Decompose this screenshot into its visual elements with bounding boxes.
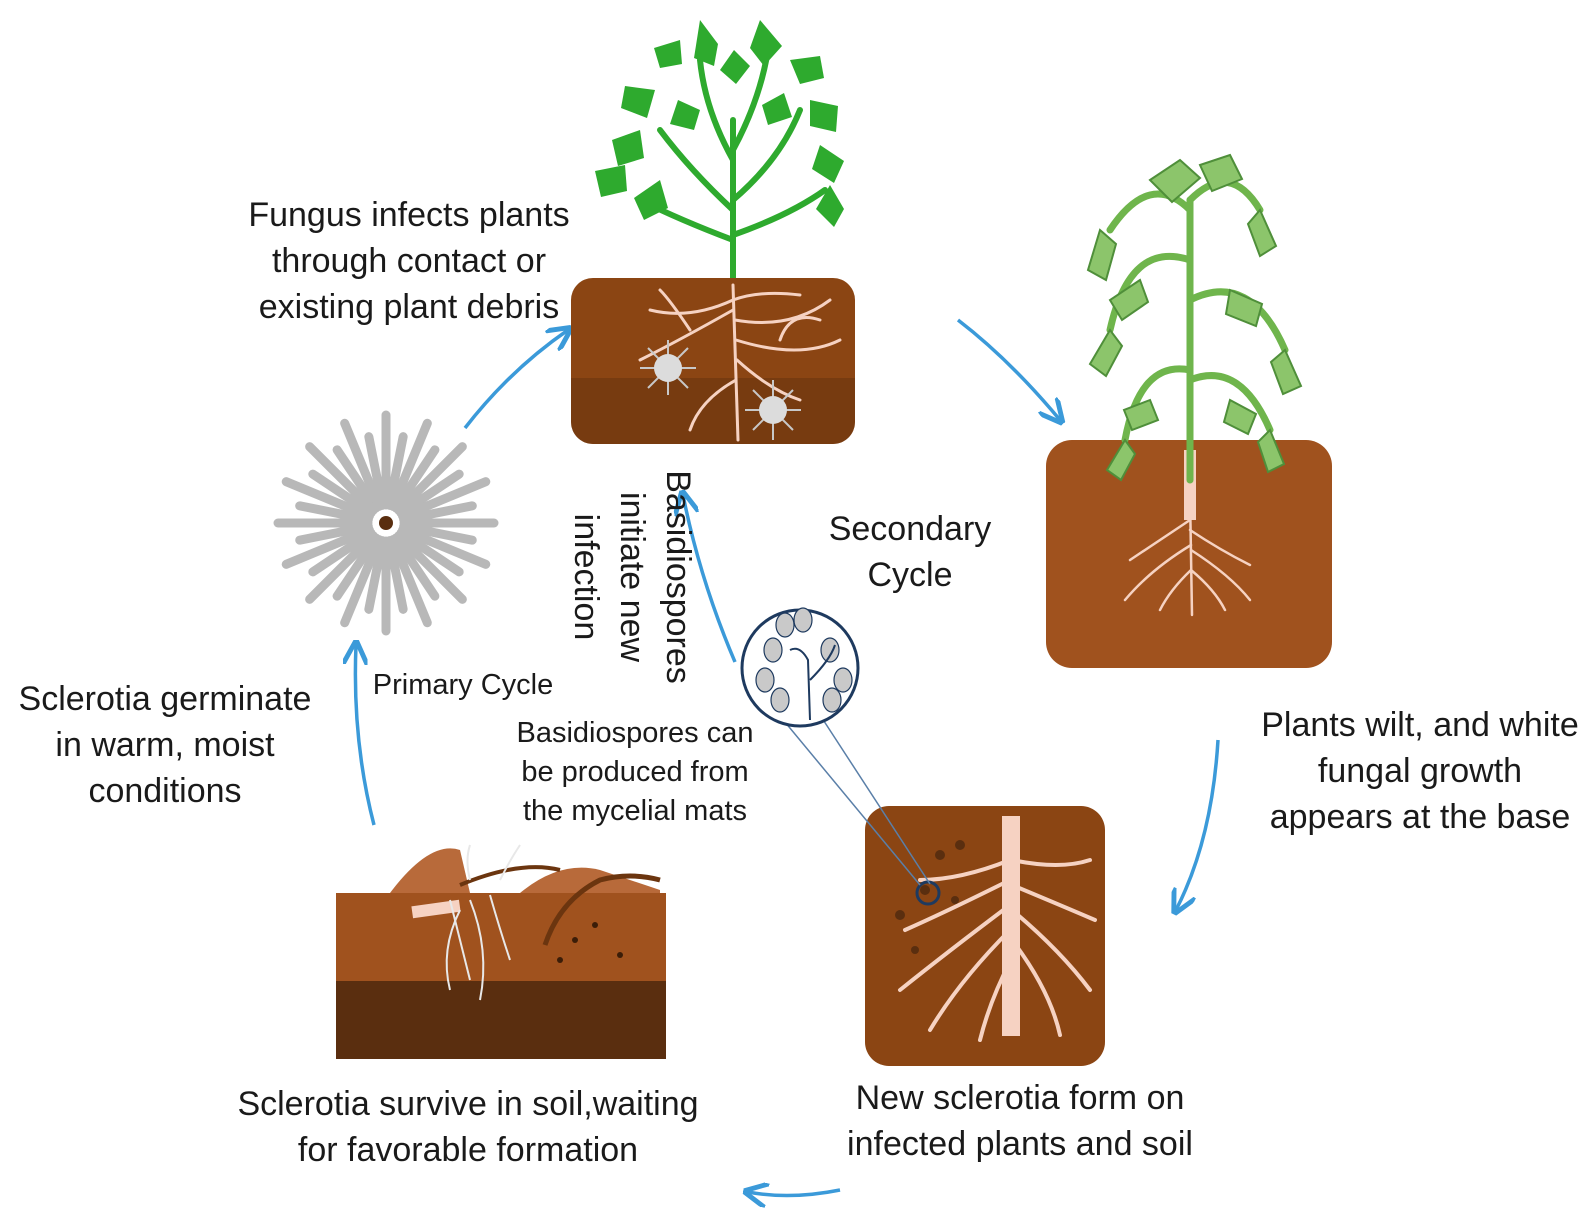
mycelium-strand bbox=[332, 533, 381, 601]
mycelium-strand bbox=[398, 525, 491, 569]
soil-debris-illustration bbox=[336, 844, 666, 1059]
label-secondary-cycle: Secondary Cycle bbox=[828, 510, 992, 594]
basidiospore-magnifier bbox=[740, 607, 931, 886]
arrow-germinate-to-infect bbox=[463, 330, 568, 430]
mycelium-strand bbox=[385, 432, 408, 510]
wilted-plant-illustration bbox=[1046, 153, 1332, 668]
mycelium-strand bbox=[396, 528, 464, 577]
mycelium-strand bbox=[394, 442, 467, 515]
label-plants-wilt: Plants wilt, and white fungal growth app… bbox=[1261, 706, 1579, 836]
mycelium-strand bbox=[364, 432, 387, 510]
mycelium-strand bbox=[388, 535, 432, 628]
mycelium-strand bbox=[295, 501, 373, 524]
arrow-survive-to-germinate bbox=[355, 645, 376, 826]
mycelium-strand bbox=[281, 477, 374, 521]
mycelium-strand bbox=[391, 445, 440, 513]
arrow-secondary-up bbox=[683, 495, 737, 663]
label-sclerotia-survive: Sclerotia survive in soil,waiting for fa… bbox=[237, 1085, 699, 1169]
new-sclerotia-illustration bbox=[865, 806, 1105, 1066]
mycelium-strand bbox=[332, 445, 381, 513]
label-fungus-infects: Fungus infects plants through contact or… bbox=[248, 196, 570, 326]
label-new-sclerotia: New sclerotia form on infected plants an… bbox=[847, 1079, 1193, 1163]
mycelium-strand bbox=[295, 522, 373, 545]
mycelium-strand bbox=[394, 531, 467, 604]
mycelium-strand bbox=[305, 442, 378, 515]
mycelium-strand bbox=[385, 536, 408, 614]
mycelium-strand bbox=[399, 522, 477, 545]
cycle-arrows bbox=[355, 318, 1220, 1196]
arrow-new-sclerotia-to-survive bbox=[748, 1190, 841, 1196]
germinating-sclerotium-illustration bbox=[273, 410, 499, 636]
label-basidiospores-produced: Basidiospores can be produced from the m… bbox=[516, 717, 754, 828]
mycelium-strand bbox=[308, 528, 376, 577]
mycelium-strand bbox=[308, 469, 376, 518]
mycelium-strand bbox=[391, 533, 440, 601]
mycelium-strand bbox=[388, 418, 432, 511]
arrow-infect-to-wilt bbox=[956, 318, 1060, 420]
arrow-wilt-to-new-sclerotia bbox=[1176, 739, 1220, 910]
mycelium-strand bbox=[305, 531, 378, 604]
mycelium-strand bbox=[399, 501, 477, 524]
label-sclerotia-germinate: Sclerotia germinate in warm, moist condi… bbox=[18, 680, 312, 810]
label-primary-cycle: Primary Cycle bbox=[372, 669, 554, 701]
mycelium-strand bbox=[281, 525, 374, 569]
mycelium-strand bbox=[396, 469, 464, 518]
mycelium-strand bbox=[364, 536, 387, 614]
mycelium-strand bbox=[340, 535, 384, 628]
mycelium-strand bbox=[340, 418, 384, 511]
label-basidiospores-initiate: Basidiospores initiate new infection bbox=[567, 470, 697, 684]
mycelium-strand bbox=[398, 477, 491, 521]
healthy-plant-illustration bbox=[571, 20, 855, 444]
